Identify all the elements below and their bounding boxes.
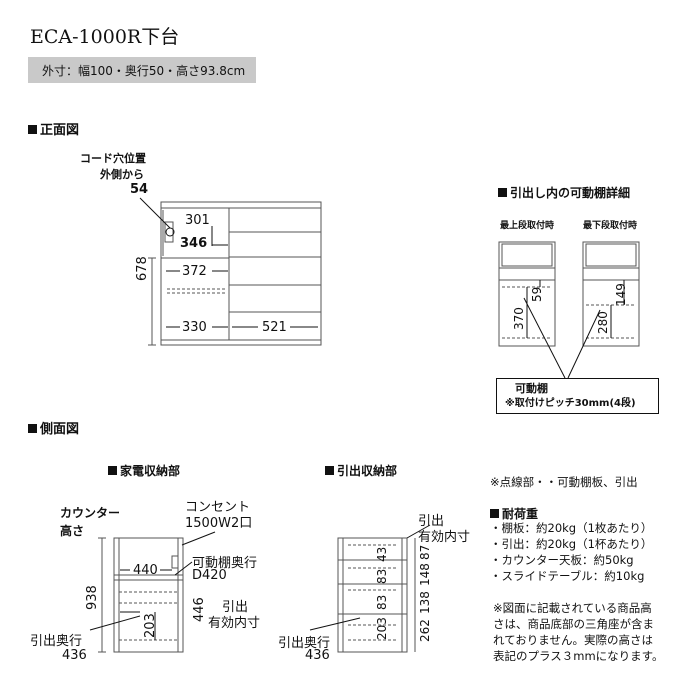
dim-138: 138	[418, 591, 432, 614]
dim-83a-text: 83	[375, 568, 389, 584]
outlet-label: コンセント	[185, 500, 251, 515]
dim-203a-text: 203	[143, 613, 158, 638]
dimension-text: 外寸：幅100・奥行50・高さ93.8cm	[42, 64, 246, 78]
dim-83b-text: 83	[375, 594, 389, 610]
dim-59-text: 59	[530, 286, 544, 302]
dim-87-text: 87	[418, 544, 432, 560]
counter-label-2: 高さ	[60, 524, 85, 538]
inner-size-a-2: 有効内寸	[208, 616, 261, 631]
dotted-line-note: ※点線部・・可動棚板、引出	[490, 475, 638, 489]
dim-262-text: 262	[418, 619, 432, 642]
load-item: ・引出：約20kg（1杯あたり）	[490, 537, 653, 551]
cord-hole-label-2: 外側から	[100, 168, 144, 181]
load-item: ・カウンター天板：約50kg	[490, 553, 634, 567]
dim-262: 262	[418, 619, 432, 642]
drawer-depth-b-value: 436	[305, 648, 330, 663]
dim-138-text: 138	[418, 591, 432, 614]
inner-size-b-2: 有効内寸	[418, 530, 471, 545]
drawer-section-heading: 引出収納部	[325, 462, 397, 479]
appliance-section-heading: 家電収納部	[108, 462, 180, 479]
drawer-detail-heading: 引出し内の可動棚詳細	[498, 184, 630, 201]
shelf-depth-value: D420	[192, 568, 227, 583]
dim-370: 370	[512, 307, 526, 330]
dim-938: 938	[85, 585, 100, 610]
dim-678-text: 678	[135, 256, 150, 281]
drawer-depth-a: 引出奥行	[30, 634, 83, 649]
dim-346: 346	[180, 236, 208, 251]
dim-330: 330	[182, 320, 207, 335]
bottom-mount-label: 最下段取付時	[583, 221, 638, 231]
dim-149-text: 149	[614, 283, 628, 306]
disclaimer-line: ※図面に記載されている商品高	[493, 601, 652, 615]
dim-203a: 203	[143, 613, 158, 638]
outlet-spec: 1500W2口	[185, 516, 253, 531]
front-cabinet-outline	[160, 201, 322, 346]
page-title: ECA-1000R下台	[30, 26, 180, 48]
disclaimer-note: ※図面に記載されている商品高 さは、商品底部の三角座が含ま れておりません。実際…	[493, 600, 664, 664]
movable-shelf-pitch: ※取付けピッチ30mm(4段)	[505, 398, 636, 409]
load-item: ・スライドテーブル：約10kg	[490, 569, 645, 583]
dim-521: 521	[262, 320, 287, 335]
inner-size-a: 引出	[222, 600, 249, 615]
side-view-heading: 側面図	[28, 418, 79, 437]
dim-678: 678	[135, 256, 150, 281]
movable-shelf-title: 可動棚	[515, 382, 548, 395]
dim-301: 301	[185, 213, 210, 228]
load-capacity-list: ・棚板：約20kg（1枚あたり） ・引出：約20kg（1杯あたり） ・カウンター…	[490, 520, 652, 584]
dim-87: 87	[418, 545, 432, 560]
load-capacity-heading: 耐荷重	[490, 505, 538, 522]
dim-280: 280	[596, 311, 610, 334]
dim-43: 43	[375, 547, 389, 562]
load-item: ・棚板：約20kg（1枚あたり）	[490, 521, 653, 535]
cord-hole-label: コード穴位置	[80, 152, 146, 165]
disclaimer-line: れておりません。実際の高さは	[493, 633, 653, 647]
dim-148-text: 148	[418, 563, 432, 586]
disclaimer-line: さは、商品底部の三角座が含ま	[493, 617, 654, 631]
dim-370-text: 370	[512, 307, 526, 330]
drawer-depth-b: 引出奥行	[278, 636, 331, 651]
dim-446: 446	[192, 597, 207, 622]
dim-59: 59	[530, 287, 544, 302]
dim-440: 440	[133, 563, 158, 578]
dim-83b: 83	[375, 595, 389, 610]
cord-hole-value: 54	[130, 182, 149, 197]
dim-149: 149	[614, 283, 628, 306]
dim-148: 148	[418, 563, 432, 586]
dim-446-text: 446	[192, 597, 207, 622]
disclaimer-line: 表記のプラス３mmになります。	[493, 649, 664, 663]
top-mount-label: 最上段取付時	[500, 221, 555, 231]
dim-372: 372	[182, 264, 207, 279]
dim-43-text: 43	[375, 546, 389, 562]
front-view-heading: 正面図	[28, 119, 79, 138]
shelf-depth-label: 可動棚奥行	[192, 556, 258, 571]
inner-size-b: 引出	[418, 514, 445, 529]
drawer-depth-a-value: 436	[62, 648, 87, 663]
dim-938-text: 938	[85, 585, 100, 610]
movable-shelf-box: 可動棚 ※取付けピッチ30mm(4段)	[496, 378, 659, 414]
dim-203b-text: 203	[375, 617, 389, 640]
dim-83a: 83	[375, 569, 389, 584]
dim-203b: 203	[375, 617, 389, 640]
dim-280-text: 280	[596, 311, 610, 334]
counter-label: カウンター	[60, 506, 121, 520]
dimension-bar	[28, 57, 256, 83]
